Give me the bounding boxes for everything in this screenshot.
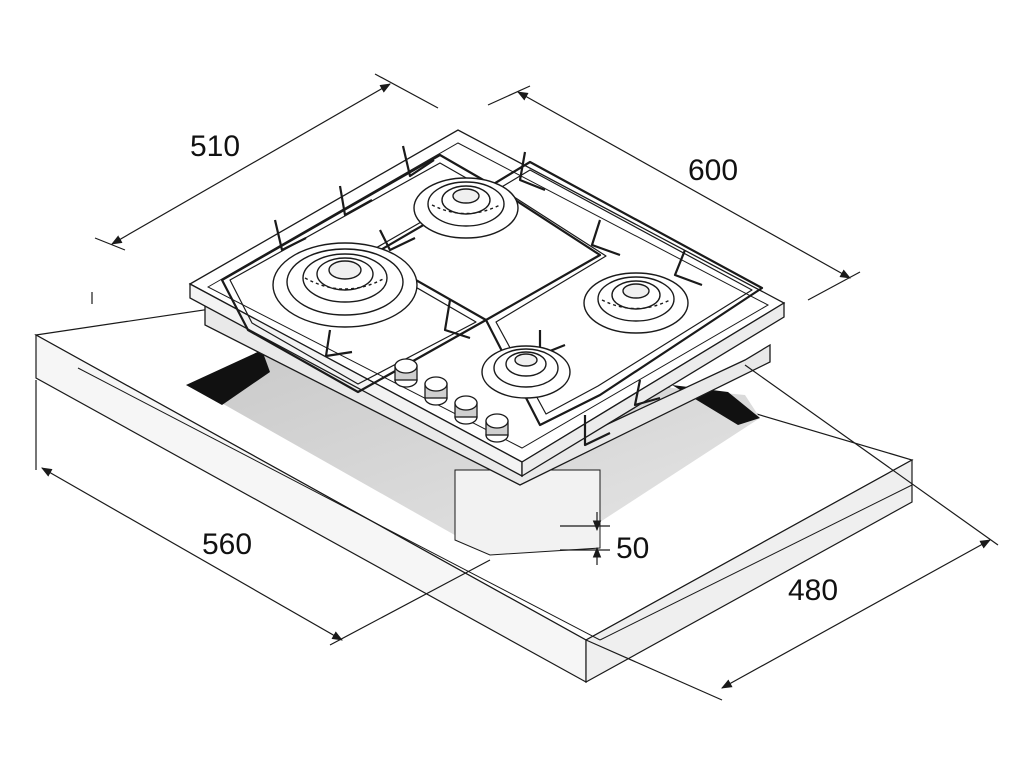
knob xyxy=(394,358,418,388)
knob xyxy=(424,376,448,406)
hob-right-edge xyxy=(521,301,785,478)
support-finger xyxy=(443,299,471,340)
control-knobs xyxy=(394,358,509,443)
support-finger xyxy=(633,379,661,407)
left-grid xyxy=(220,153,494,394)
dim-line-480 xyxy=(721,539,991,689)
dimension-label-600: 600 xyxy=(688,154,739,187)
dim-line-510 xyxy=(111,83,391,245)
dimension-label-50: 50 xyxy=(616,532,650,565)
support-finger xyxy=(401,145,435,178)
dim-line-560 xyxy=(41,467,343,641)
support-finger xyxy=(324,329,353,358)
cutout-inner-wall xyxy=(454,469,601,556)
cutout-dark-left xyxy=(186,350,270,405)
burners xyxy=(272,177,689,399)
dimension-label-560: 560 xyxy=(202,528,253,561)
burner-wok xyxy=(272,242,418,328)
burner-front xyxy=(481,345,571,399)
dim-line-600 xyxy=(517,91,851,279)
burner-back xyxy=(413,177,519,239)
knob xyxy=(454,395,478,425)
dimension-label-510: 510 xyxy=(190,130,241,163)
dimension-lines xyxy=(35,73,999,701)
dimension-label-480: 480 xyxy=(788,574,839,607)
burner-right xyxy=(583,272,689,334)
support-finger xyxy=(583,415,611,447)
knob xyxy=(485,413,509,443)
